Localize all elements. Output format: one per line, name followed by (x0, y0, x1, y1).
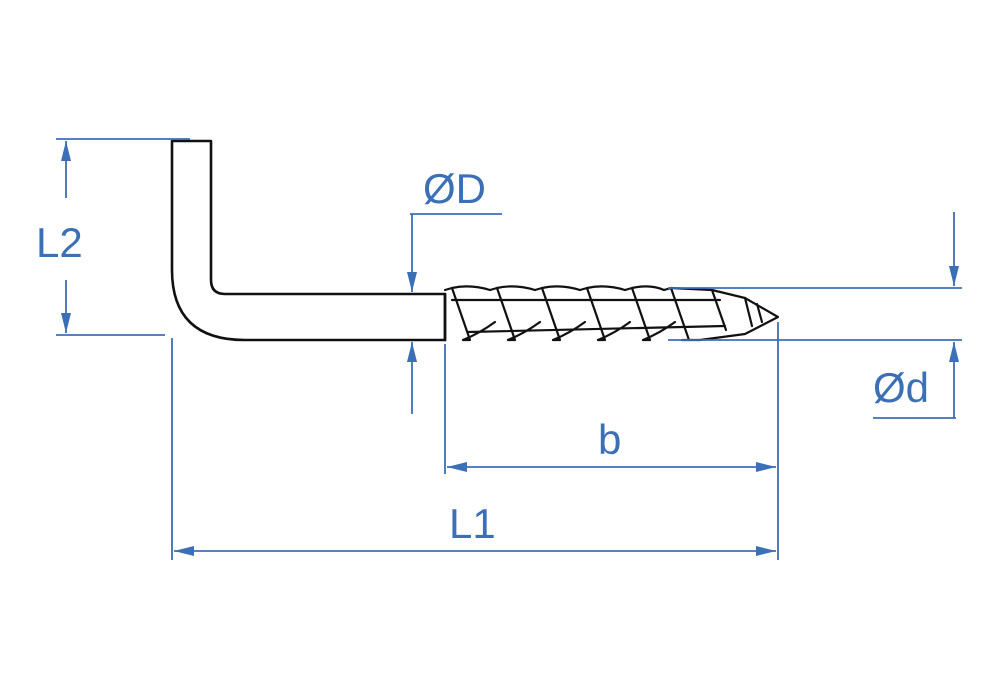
label-d-diameter: ØD (423, 165, 486, 212)
label-l1: L1 (449, 500, 496, 547)
dimension-lines (56, 138, 962, 560)
thread-core (450, 298, 727, 334)
label-l2: L2 (36, 219, 83, 266)
label-d-small-diameter: Ød (873, 364, 929, 411)
screw-hook-part (170, 139, 780, 342)
label-b: b (598, 416, 621, 463)
hook-shank-outline (170, 139, 447, 342)
dimension-labels: L2 ØD Ød b L1 (36, 165, 929, 547)
